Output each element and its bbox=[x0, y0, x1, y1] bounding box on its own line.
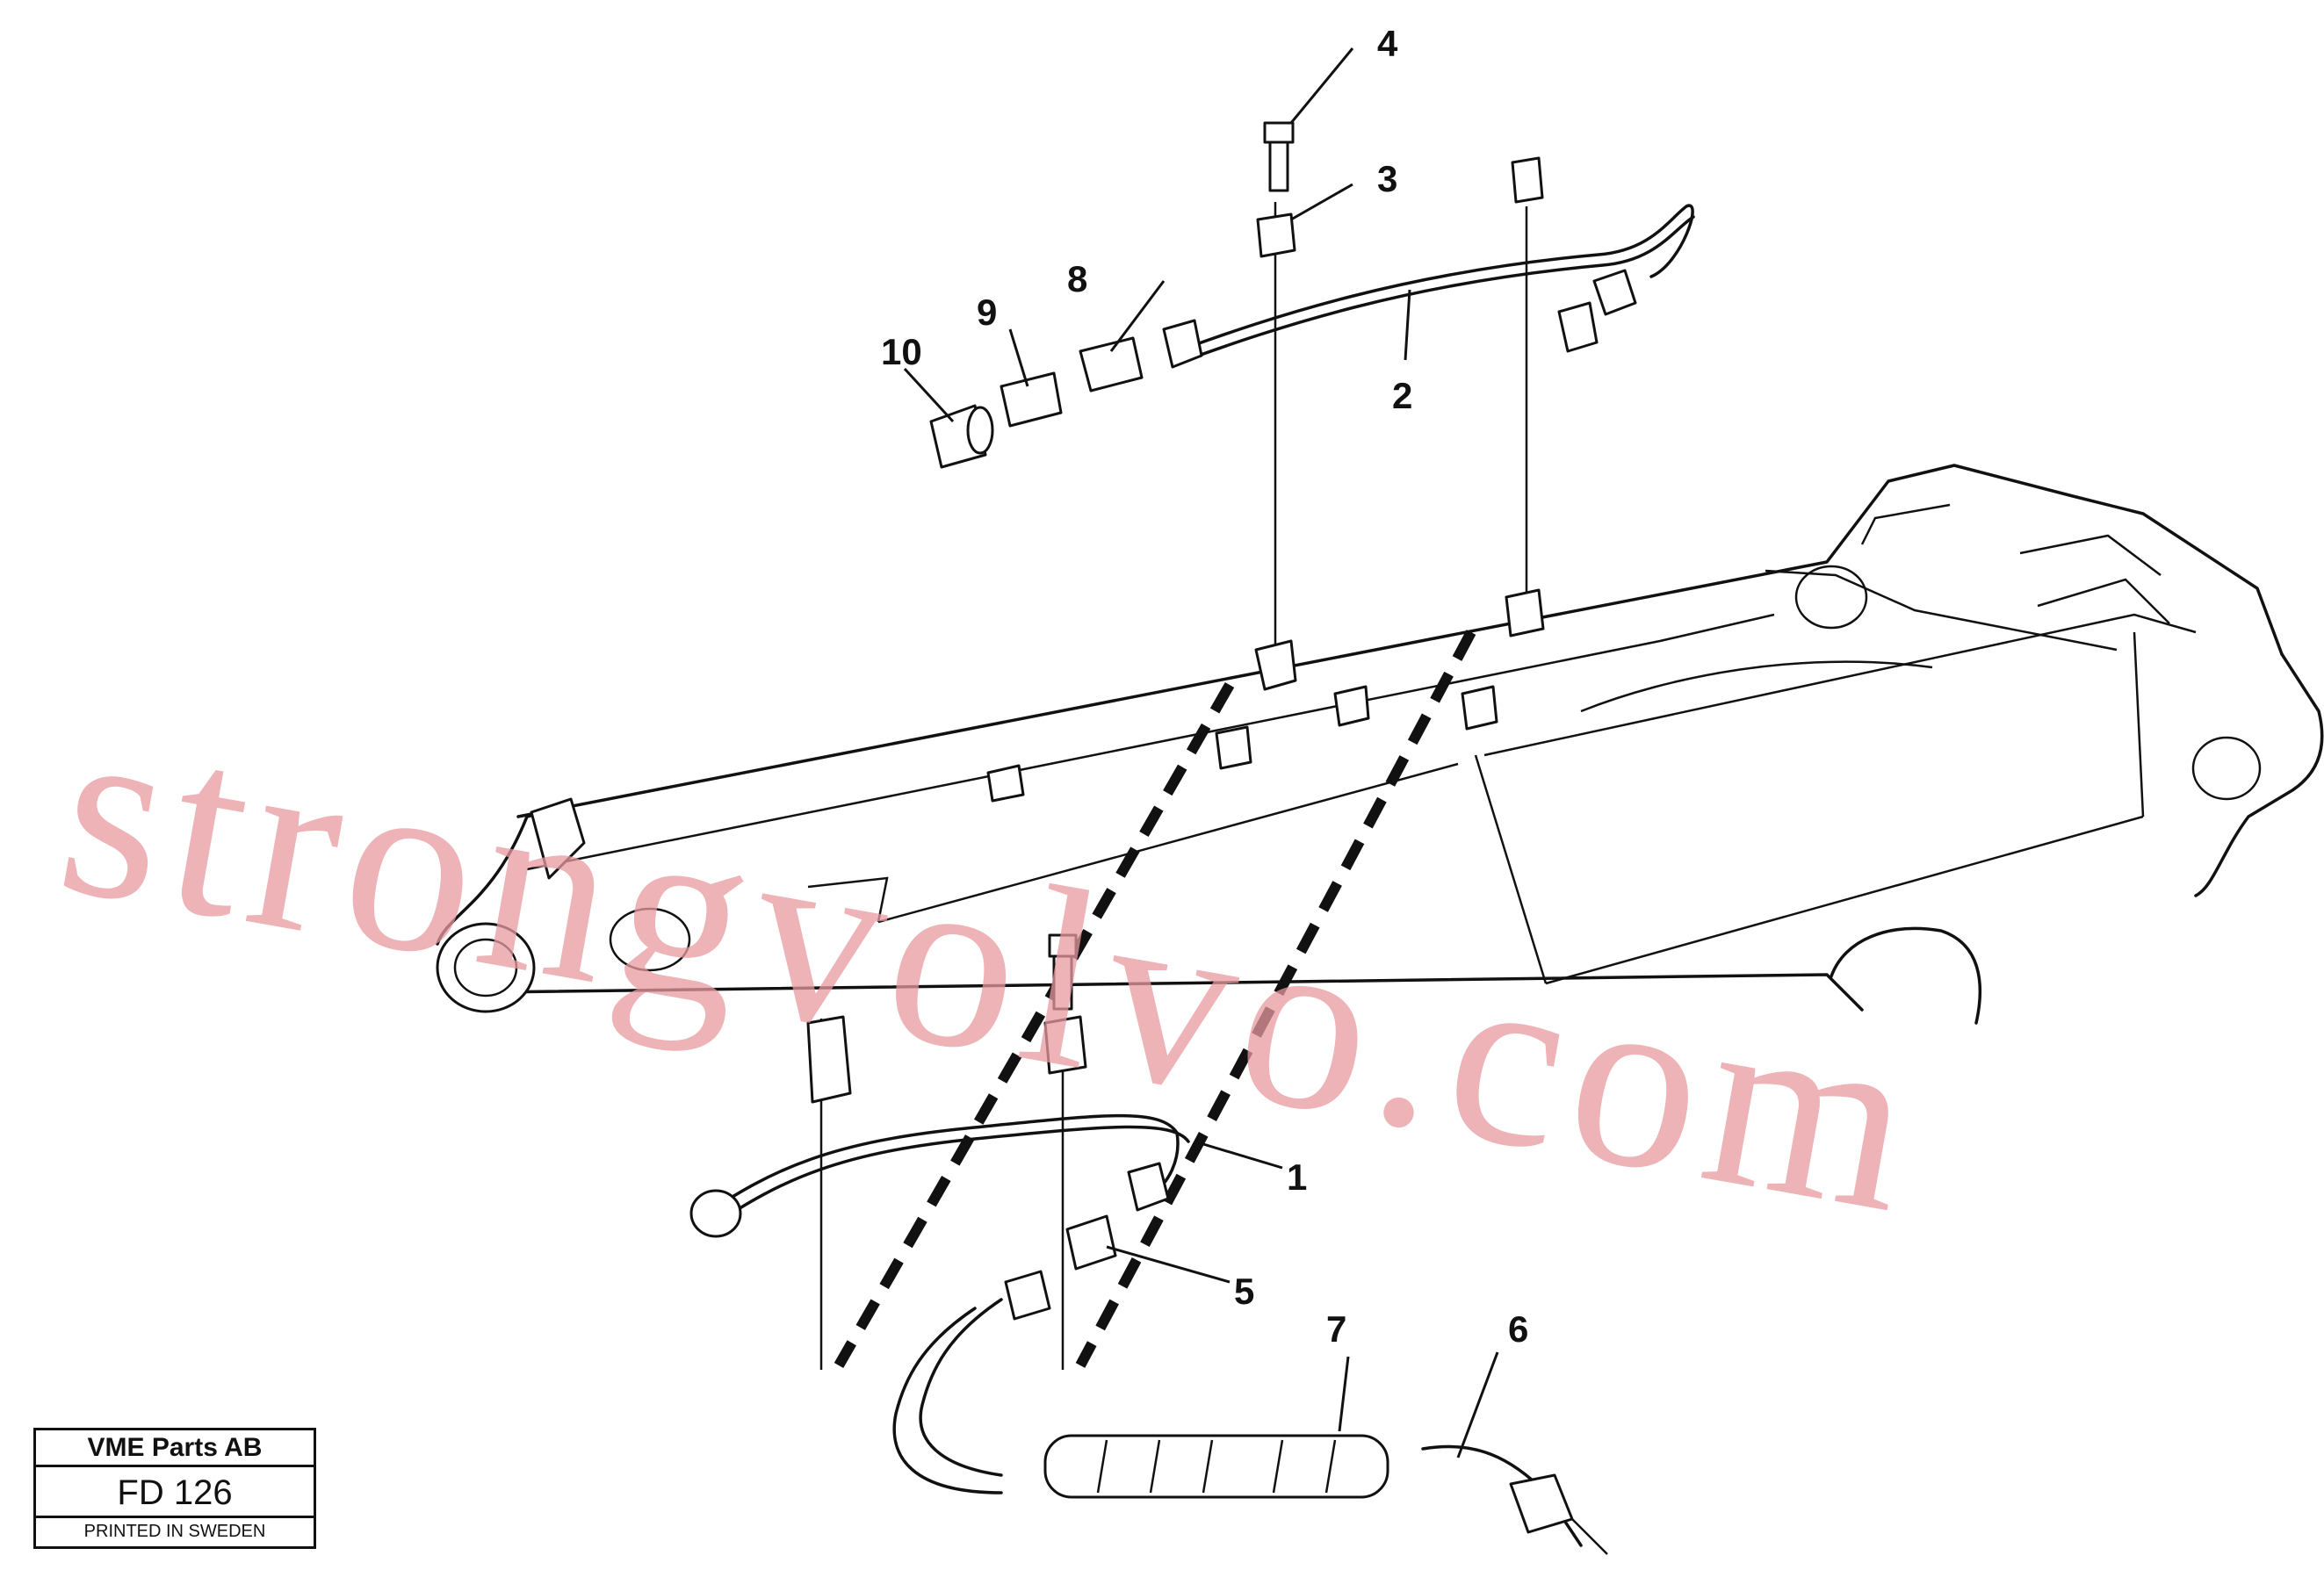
printed-in-note: PRINTED IN SWEDEN bbox=[83, 1522, 266, 1541]
callout-labels: 1 2 3 4 5 6 7 8 9 10 bbox=[881, 23, 1528, 1350]
upper-pipe-assembly bbox=[929, 121, 1695, 469]
callout-8: 8 bbox=[1067, 258, 1087, 299]
company-name: VME Parts AB bbox=[36, 1430, 314, 1467]
callout-3: 3 bbox=[1377, 158, 1397, 199]
title-block: VME Parts AB FD 126 PRINTED IN SWEDEN bbox=[33, 1428, 316, 1549]
boom-clamp-brackets bbox=[986, 588, 1545, 803]
callout-2: 2 bbox=[1392, 375, 1412, 416]
callout-6: 6 bbox=[1508, 1308, 1528, 1350]
callout-5: 5 bbox=[1234, 1271, 1254, 1312]
hose-route-dashes bbox=[834, 630, 1476, 1368]
boom-arm bbox=[436, 464, 2324, 1025]
lower-pipe-assembly bbox=[689, 933, 1608, 1555]
callout-7: 7 bbox=[1326, 1308, 1346, 1350]
watermark-text: strongvolvo.com bbox=[43, 664, 1941, 1268]
callout-9: 9 bbox=[977, 292, 997, 333]
callout-1: 1 bbox=[1287, 1156, 1307, 1198]
callout-10: 10 bbox=[881, 331, 922, 372]
callout-4: 4 bbox=[1377, 23, 1398, 64]
callout-leaders bbox=[903, 47, 1499, 1458]
figure-code: FD 126 bbox=[36, 1467, 314, 1518]
